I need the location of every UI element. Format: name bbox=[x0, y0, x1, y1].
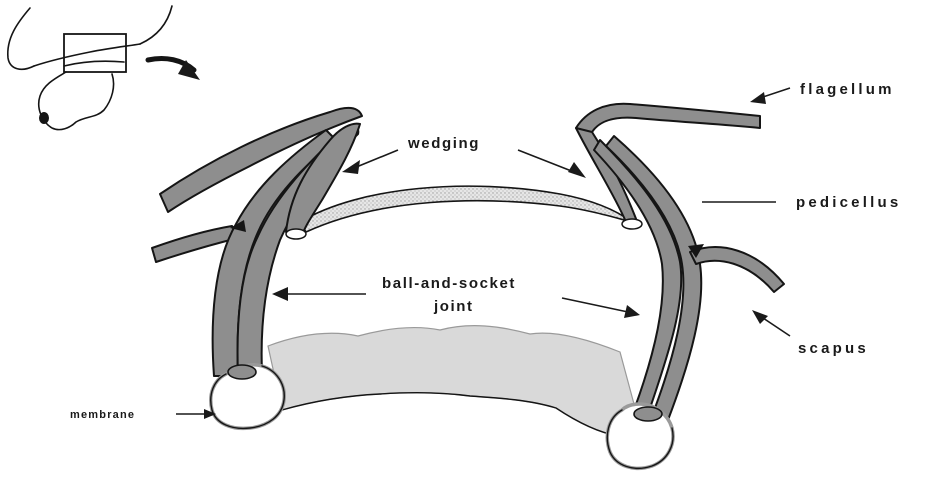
location-box bbox=[64, 34, 126, 72]
right-wedging-knob bbox=[622, 219, 642, 229]
ball-joint-arrow-right bbox=[562, 298, 640, 318]
label-ball-and-socket: ball-and-socket bbox=[382, 275, 516, 292]
left-ball-end bbox=[228, 365, 256, 379]
ball-joint-arrow-left bbox=[272, 287, 366, 301]
right-scapus bbox=[690, 247, 784, 292]
right-flagellum-band bbox=[576, 104, 760, 136]
insect-head-thumbnail bbox=[8, 6, 172, 130]
label-flagellum: flagellum bbox=[800, 81, 895, 98]
right-ball-end bbox=[634, 407, 662, 421]
membrane-arrow bbox=[176, 409, 216, 419]
dome-membrane bbox=[300, 186, 632, 232]
label-wedging: wedging bbox=[407, 135, 480, 152]
label-membrane: membrane bbox=[70, 409, 135, 421]
wedging-arrow-left bbox=[342, 150, 398, 174]
socket-membrane bbox=[268, 326, 634, 436]
label-pedicellus: pedicellus bbox=[796, 194, 901, 211]
flagellum-arrow bbox=[750, 88, 790, 104]
scapus-arrow bbox=[752, 310, 790, 336]
magnify-arrow bbox=[148, 58, 200, 80]
left-wedging-knob bbox=[286, 229, 306, 239]
label-joint: joint bbox=[433, 298, 474, 315]
wedging-arrow-right bbox=[518, 150, 586, 178]
label-scapus: scapus bbox=[798, 340, 869, 357]
